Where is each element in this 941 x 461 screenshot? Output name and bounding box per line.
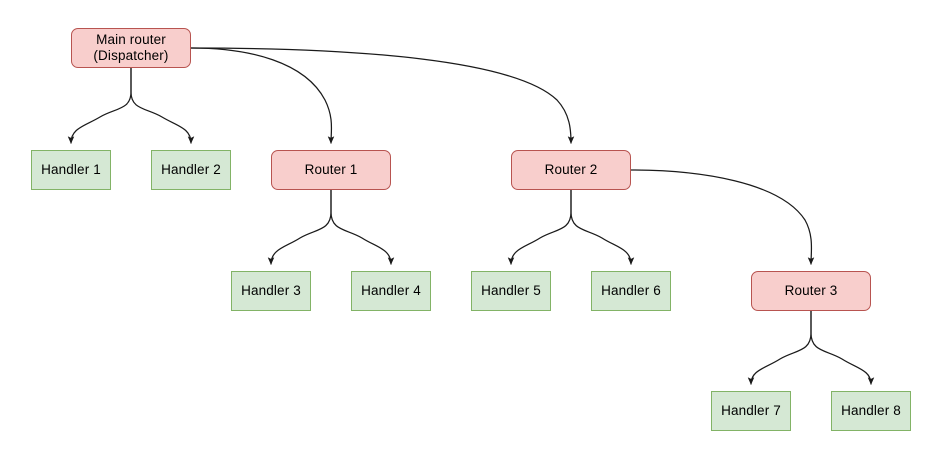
edge-main-to-router-2 — [190, 47, 575, 144]
edge-router-2-to-handler-5 — [507, 189, 572, 265]
edge-router-1-to-handler-4 — [330, 189, 395, 265]
node-handler-2[interactable]: Handler 2 — [151, 150, 231, 190]
edge-main-to-handler-2 — [130, 67, 195, 144]
edge-main-to-handler-1 — [67, 67, 132, 144]
node-main-router[interactable]: Main router (Dispatcher) — [71, 28, 191, 68]
node-router-1[interactable]: Router 1 — [271, 150, 391, 190]
edge-router-3-to-handler-8 — [810, 310, 875, 385]
node-handler-8[interactable]: Handler 8 — [831, 391, 911, 431]
node-router-2[interactable]: Router 2 — [511, 150, 631, 190]
node-handler-6[interactable]: Handler 6 — [591, 271, 671, 311]
node-handler-3[interactable]: Handler 3 — [231, 271, 311, 311]
node-handler-1[interactable]: Handler 1 — [31, 150, 111, 190]
node-router-3[interactable]: Router 3 — [751, 271, 871, 311]
node-handler-5[interactable]: Handler 5 — [471, 271, 551, 311]
edge-router-1-to-handler-3 — [267, 189, 332, 265]
node-handler-7[interactable]: Handler 7 — [711, 391, 791, 431]
edge-router-2-to-router-3 — [630, 169, 815, 265]
edge-router-3-to-handler-7 — [747, 310, 812, 385]
node-handler-4[interactable]: Handler 4 — [351, 271, 431, 311]
edge-router-2-to-handler-6 — [570, 189, 635, 265]
edge-main-to-router-1 — [190, 47, 335, 144]
